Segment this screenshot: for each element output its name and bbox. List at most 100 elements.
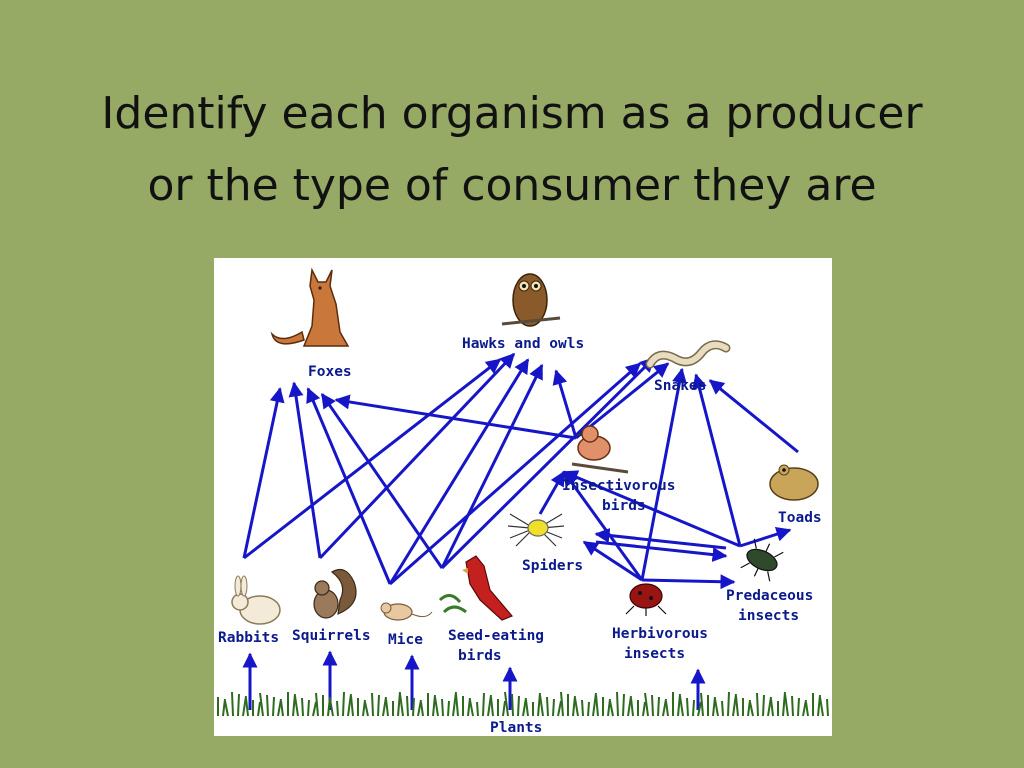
label-hawks-and-owls: Hawks and owls	[462, 336, 584, 352]
arrow-insectivorous-birds-to-foxes	[334, 394, 577, 440]
grass-blade	[805, 701, 809, 717]
spider-icon	[507, 513, 565, 547]
grass-blade	[350, 695, 354, 717]
label-predaceous-insects: insects	[738, 608, 799, 624]
arrow-herbivorous-insects-to-snakes	[640, 367, 687, 581]
arrow-seed-eating-birds-to-hawks-owls	[440, 363, 544, 569]
arrow-rabbits-to-foxes	[242, 387, 285, 559]
grass-icon	[214, 691, 832, 736]
slide-title: Identify each organism as a producer or …	[40, 78, 984, 222]
grass-blade	[797, 697, 800, 717]
grass-blade	[735, 695, 739, 717]
grass-blade	[749, 701, 754, 717]
grass-blade	[371, 692, 374, 717]
grass-blade	[721, 700, 724, 717]
label-snakes: Snakes	[654, 378, 706, 394]
slide-title-line-2: or the type of consumer they are	[147, 160, 877, 211]
grass-blade	[546, 696, 549, 717]
grass-blade	[272, 696, 275, 717]
label-insectivorous: Insectivorous	[562, 478, 676, 494]
grass-blade	[714, 698, 719, 717]
grass-blade	[224, 700, 229, 717]
grass-blade	[756, 692, 759, 717]
grass-blade	[257, 701, 261, 717]
grass-blade	[399, 693, 404, 717]
label-squirrels: Squirrels	[292, 628, 371, 644]
label-herbivorous-insects: insects	[624, 646, 685, 662]
grass-blade	[511, 693, 514, 717]
grass-blade	[441, 698, 444, 717]
grass-blade	[784, 693, 789, 717]
grass-blade	[336, 700, 339, 717]
label-predaceous: Predaceous	[726, 588, 813, 604]
arrow-spiders-to-predaceous-insects	[595, 540, 728, 563]
arrow-mice-to-snakes	[389, 362, 642, 586]
grass-blade	[665, 700, 669, 717]
arrow-spiders-to-insectivorous-birds	[538, 470, 566, 515]
grass-blade	[342, 691, 345, 717]
label-herbivorous: Herbivorous	[612, 626, 708, 642]
grass-blade	[679, 695, 684, 717]
arrow-predaceous-insects-to-snakes	[692, 373, 742, 547]
arrow-herbivorous-insects-to-insectivorous-birds	[562, 470, 644, 581]
grass-blade	[312, 701, 317, 717]
arrow-mice-to-foxes	[306, 387, 392, 585]
food-web-svg: Foxes Hawks and owls Snakes Insectivorou…	[214, 267, 832, 736]
rabbit-icon	[231, 575, 281, 625]
grass-blade	[574, 697, 579, 717]
slide-title-line-1: Identify each organism as a producer	[101, 88, 923, 139]
grass-blade	[642, 701, 646, 717]
grass-blade	[644, 692, 649, 717]
arrow-mice-to-hawks-owls	[388, 358, 530, 585]
grass-blade	[692, 699, 695, 717]
grass-blade	[476, 701, 479, 717]
grass-blade	[609, 700, 614, 717]
grass-blade	[231, 691, 234, 717]
grass-blade	[581, 699, 584, 717]
grass-blade	[697, 701, 702, 717]
ladybug-icon	[625, 583, 667, 616]
grass-blade	[700, 692, 704, 717]
grass-blade	[385, 698, 389, 717]
grass-blade	[517, 695, 520, 717]
grass-blade	[377, 694, 380, 717]
arrow-insectivorous-birds-to-hawks-owls	[552, 369, 578, 439]
grass-blade	[630, 697, 634, 717]
grass-blade	[259, 692, 264, 717]
snake-icon	[645, 340, 731, 369]
grass-blade	[412, 697, 415, 717]
grass-blade	[770, 698, 774, 717]
node-labels: Foxes Hawks and owls Snakes Insectivorou…	[218, 336, 822, 736]
grass-blade	[587, 701, 590, 717]
grass-blade	[557, 700, 562, 717]
grass-blade	[826, 698, 829, 717]
arrow-seed-eating-birds-to-foxes	[320, 392, 444, 569]
label-spiders: Spiders	[522, 558, 583, 574]
grass-blade	[301, 697, 304, 717]
label-seed-eating-birds: birds	[458, 648, 502, 664]
grass-blade	[266, 694, 269, 717]
grass-blade	[616, 691, 619, 717]
toad-icon	[769, 464, 819, 501]
grass-blade	[434, 696, 439, 717]
label-plants: Plants	[490, 720, 542, 736]
arrow-herbivorous-insects-to-predaceous-insects	[641, 574, 736, 590]
grass-blade	[539, 694, 544, 717]
arrow-predaceous-insects-to-insectivorous-birds	[562, 470, 741, 548]
mouse-icon	[380, 602, 433, 621]
arrow-rabbits-to-hawks-owls	[243, 358, 502, 560]
grass-blade	[651, 694, 654, 717]
bird-icon	[571, 425, 629, 474]
grass-blade	[237, 693, 240, 717]
grass-blade	[364, 701, 369, 717]
grass-blade	[447, 700, 450, 717]
label-toads: Toads	[778, 510, 822, 526]
grass-blade	[686, 697, 689, 717]
grass-blade	[490, 696, 494, 717]
grass-blade	[455, 693, 459, 717]
grass-blade	[762, 694, 765, 717]
grass-blade	[552, 698, 555, 717]
label-seed-eating: Seed-eating	[448, 628, 544, 644]
squirrel-icon	[313, 569, 357, 619]
label-insectivorous-birds: birds	[602, 498, 646, 514]
